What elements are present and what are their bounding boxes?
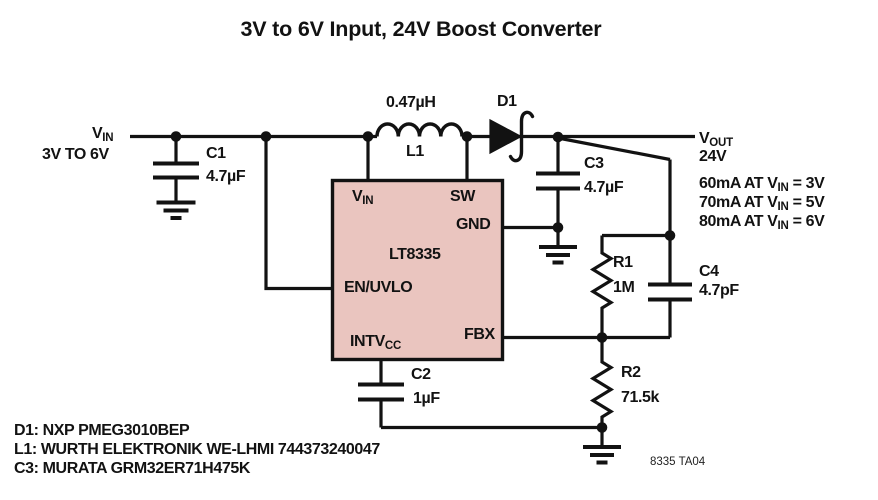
junction-dot xyxy=(596,422,608,433)
capacitor-c3-symbol xyxy=(536,138,580,228)
c4-value-label: 4.7pF xyxy=(699,281,739,299)
resistor-r2-symbol xyxy=(589,337,615,428)
c1-value-label: 4.7µF xyxy=(206,167,246,185)
c3-value-label: 4.7µF xyxy=(584,178,624,196)
ic-pin-vin-text: V xyxy=(352,187,363,205)
ic-pin-gnd: GND xyxy=(456,215,491,233)
ic-pin-intvcc-text: INTV xyxy=(350,332,385,350)
ic-part-number: LT8335 xyxy=(389,245,441,263)
output-rating-3: 80mA AT VIN = 6V xyxy=(699,212,825,232)
c2-ref-label: C2 xyxy=(411,365,431,383)
output-rating-1-post: = 3V xyxy=(788,174,825,192)
ground-symbol-r2 xyxy=(583,445,621,465)
c4-ref-label: C4 xyxy=(699,262,719,280)
c2-value-label: 1µF xyxy=(413,390,440,407)
output-rating-3-sub: IN xyxy=(777,219,789,232)
ic-pin-vin: VIN xyxy=(352,187,374,207)
ground-symbol-c1 xyxy=(156,200,196,220)
figure-id: 8335 TA04 xyxy=(650,456,706,468)
note-d1: D1: NXP PMEG3010BEP xyxy=(14,422,190,439)
vin-label-sub: IN xyxy=(102,131,114,144)
output-rating-3-post: = 6V xyxy=(788,212,825,230)
vin-label: VIN xyxy=(92,124,114,144)
vout-voltage-label: 24V xyxy=(699,147,727,165)
schematic-title: 3V to 6V Input, 24V Boost Converter xyxy=(240,17,602,41)
junction-dot xyxy=(664,230,676,241)
junction-dot xyxy=(596,332,608,343)
vout-label: VOUT xyxy=(699,129,733,149)
junction-dot xyxy=(461,131,473,142)
wire-vout-sense xyxy=(557,136,672,284)
vout-label-sub: OUT xyxy=(709,137,733,149)
r2-ref-label: R2 xyxy=(621,363,641,381)
c3-ref-label: C3 xyxy=(584,154,604,172)
ground-symbol-gnd xyxy=(539,245,577,265)
junction-dot xyxy=(552,222,564,233)
junction-dot xyxy=(260,131,272,142)
output-rating-1-sub: IN xyxy=(777,181,789,194)
c1-ref-label: C1 xyxy=(206,144,226,162)
l1-value-label: 0.47µH xyxy=(386,93,436,111)
l1-ref-label: L1 xyxy=(406,142,424,160)
output-rating-3-pre: 80mA AT V xyxy=(699,212,778,230)
output-rating-1-pre: 60mA AT V xyxy=(699,174,778,192)
junction-dot xyxy=(552,131,564,143)
wire-gnd-pin xyxy=(502,225,560,246)
capacitor-c1-symbol xyxy=(153,136,199,201)
ic-pin-fbx: FBX xyxy=(464,326,495,343)
output-rating-1: 60mA AT VIN = 3V xyxy=(699,174,825,194)
junction-dots xyxy=(170,131,676,433)
inductor-l1-symbol xyxy=(375,122,464,137)
junction-dot xyxy=(362,131,374,142)
ic-body xyxy=(330,178,505,362)
vin-range-label: 3V TO 6V xyxy=(42,145,109,163)
vin-label-text: V xyxy=(92,124,103,142)
vout-label-text: V xyxy=(699,130,710,147)
component-notes: D1: NXP PMEG3010BEP L1: WURTH ELEKTRONIK… xyxy=(14,421,380,479)
note-c3: C3: MURATA GRM32ER71H475K xyxy=(14,460,250,478)
diode-d1-symbol xyxy=(489,110,535,163)
ic-pin-intvcc: INTVCC xyxy=(350,332,402,352)
ic-pin-sw: SW xyxy=(450,187,475,205)
r1-ref-label: R1 xyxy=(613,253,633,271)
ic-pin-en-uvlo: EN/UVLO xyxy=(344,278,413,296)
ic-pin-intvcc-sub: CC xyxy=(384,339,402,352)
junction-dot xyxy=(170,131,182,142)
r1-value-label: 1M xyxy=(613,278,635,296)
wire-en-uvlo xyxy=(264,136,333,291)
note-l1: L1: WURTH ELEKTRONIK WE-LHMI 74437324004… xyxy=(14,441,380,459)
output-rating-2-pre: 70mA AT V xyxy=(699,193,778,211)
capacitor-c4-symbol xyxy=(648,282,692,338)
output-rating-2: 70mA AT VIN = 5V xyxy=(699,193,825,213)
d1-ref-label: D1 xyxy=(497,92,517,110)
resistor-r1-symbol xyxy=(589,235,615,338)
capacitor-c2-symbol xyxy=(358,359,404,428)
ic-pin-vin-sub: IN xyxy=(362,194,374,207)
output-rating-2-post: = 5V xyxy=(788,193,825,211)
output-rating-2-sub: IN xyxy=(777,200,789,213)
r2-value-label: 71.5k xyxy=(621,388,660,406)
